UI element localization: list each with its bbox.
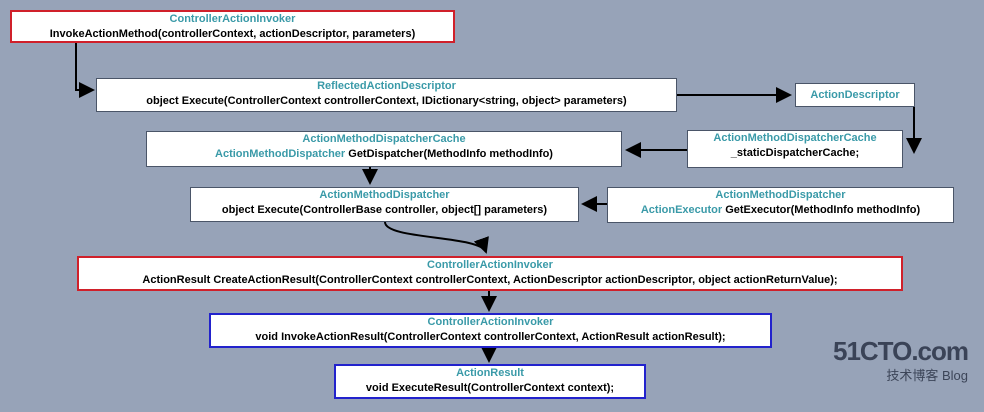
node-reflected-execute: ReflectedActionDescriptor object Execute… bbox=[96, 78, 677, 112]
node-type: ActionResult bbox=[456, 367, 524, 379]
node-cache-static: ActionMethodDispatcherCache _staticDispa… bbox=[687, 130, 903, 168]
node-signature: void InvokeActionResult(ControllerContex… bbox=[255, 331, 726, 343]
node-invoke-action-method: ControllerActionInvoker InvokeActionMeth… bbox=[10, 10, 455, 43]
node-type: ControllerActionInvoker bbox=[169, 13, 296, 25]
node-type: ActionMethodDispatcher bbox=[319, 189, 450, 201]
node-cache-get-dispatcher: ActionMethodDispatcherCache ActionMethod… bbox=[146, 131, 622, 167]
node-type: ActionMethodDispatcherCache bbox=[302, 133, 466, 145]
node-signature: object Execute(ControllerBase controller… bbox=[221, 204, 548, 216]
watermark-logo: 51CTO.com 技术博客 Blog bbox=[832, 336, 969, 384]
signature-return-type: ActionMethodDispatcher bbox=[215, 148, 346, 160]
signature-rest: GetDispatcher(MethodInfo methodInfo) bbox=[345, 148, 553, 160]
node-type: ControllerActionInvoker bbox=[427, 259, 553, 271]
node-type: ActionMethodDispatcher bbox=[715, 189, 846, 201]
signature-rest: GetExecutor(MethodInfo methodInfo) bbox=[722, 204, 921, 216]
node-invoke-action-result: ControllerActionInvoker void InvokeActio… bbox=[209, 313, 772, 348]
watermark-blog: 技术博客 Blog bbox=[886, 368, 968, 383]
node-action-descriptor: ActionDescriptor bbox=[795, 83, 915, 107]
node-signature: ActionResult CreateActionResult(Controll… bbox=[142, 274, 838, 286]
arrow-dispatcher-to-createresult bbox=[384, 221, 489, 254]
signature-return-type: ActionExecutor bbox=[640, 204, 723, 216]
node-signature: ActionExecutor GetExecutor(MethodInfo me… bbox=[608, 203, 953, 218]
node-signature: ActionMethodDispatcher GetDispatcher(Met… bbox=[147, 147, 621, 162]
node-type: ActionMethodDispatcherCache bbox=[713, 132, 877, 144]
node-type: ControllerActionInvoker bbox=[427, 316, 554, 328]
watermark-site: 51CTO.com bbox=[832, 336, 969, 366]
node-dispatcher-execute: ActionMethodDispatcher object Execute(Co… bbox=[190, 187, 579, 222]
arrow-invoker-to-reflected bbox=[75, 42, 95, 98]
node-execute-result: ActionResult void ExecuteResult(Controll… bbox=[334, 364, 646, 399]
node-dispatcher-get-executor: ActionMethodDispatcher ActionExecutor Ge… bbox=[607, 187, 954, 223]
node-signature: InvokeActionMethod(controllerContext, ac… bbox=[49, 28, 416, 40]
node-type: ReflectedActionDescriptor bbox=[317, 80, 456, 92]
node-signature: void ExecuteResult(ControllerContext con… bbox=[365, 382, 615, 394]
node-type: ActionDescriptor bbox=[810, 89, 900, 101]
node-signature: _staticDispatcherCache; bbox=[730, 147, 860, 159]
node-create-action-result: ControllerActionInvoker ActionResult Cre… bbox=[77, 256, 903, 291]
node-signature: object Execute(ControllerContext control… bbox=[146, 95, 627, 107]
